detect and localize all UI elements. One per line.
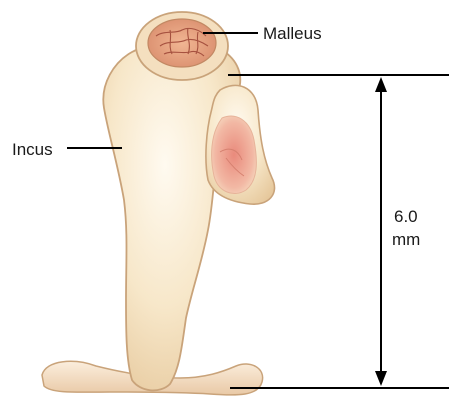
dimension-arrow-bottom: [375, 371, 387, 386]
dimension-unit: mm: [392, 230, 420, 249]
dimension-arrow-top: [375, 77, 387, 92]
malleus-head: [136, 12, 228, 80]
lenticular-process: [206, 85, 275, 204]
malleus-label: Malleus: [263, 24, 322, 43]
dimension-value: 6.0: [394, 207, 418, 226]
incus-label: Incus: [12, 140, 53, 159]
